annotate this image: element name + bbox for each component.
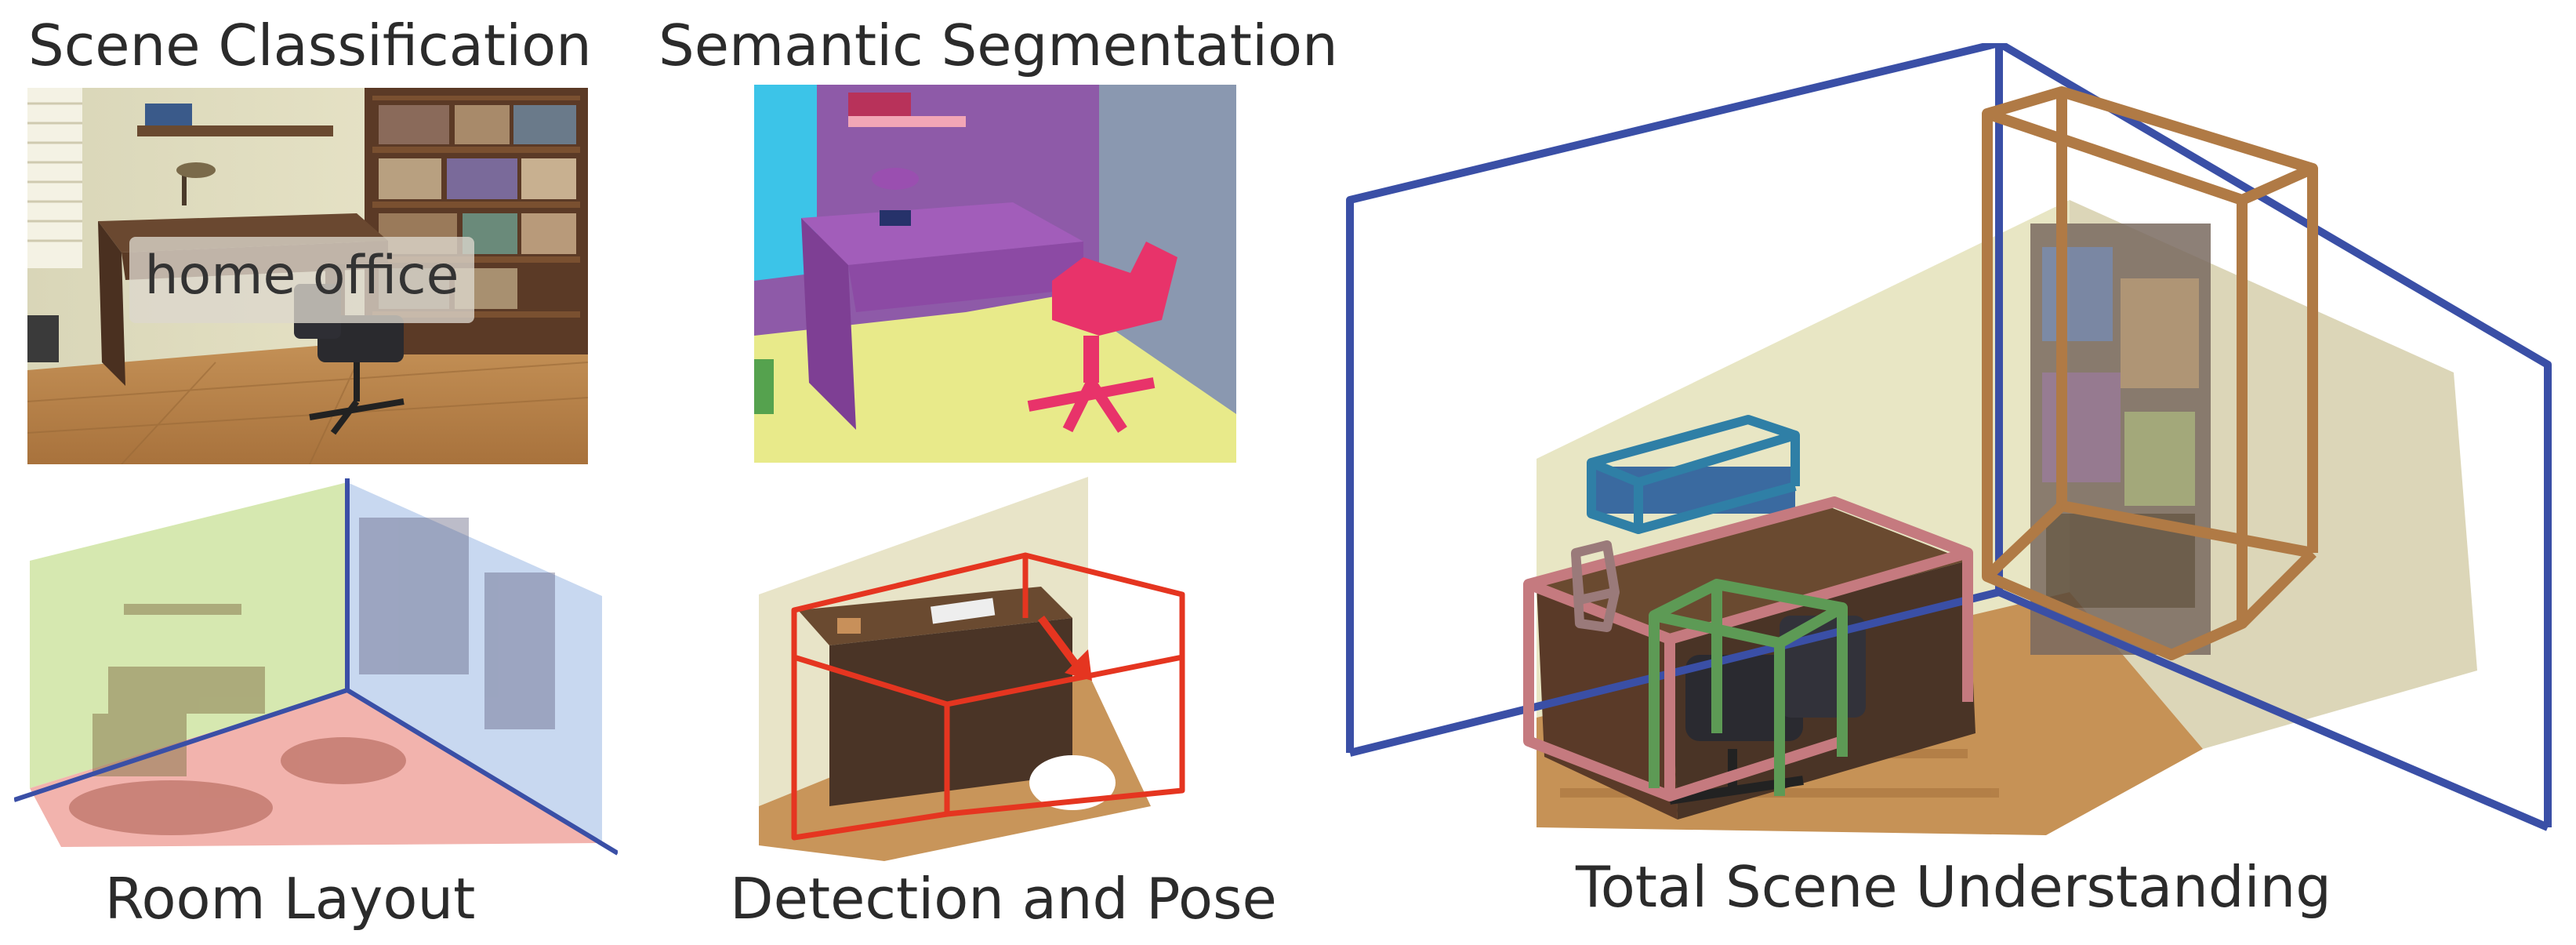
caption-total-scene-understanding: Total Scene Understanding: [1576, 854, 2331, 920]
caption-semantic-segmentation: Semantic Segmentation: [659, 13, 1338, 78]
caption-scene-classification: Scene Classification: [28, 13, 592, 78]
scene-label-box: [129, 237, 474, 323]
detection-and-pose-image: [743, 477, 1253, 861]
scene-classification-image: home office: [27, 88, 588, 464]
caption-detection-and-pose: Detection and Pose: [730, 866, 1277, 932]
caption-room-layout: Room Layout: [104, 866, 476, 932]
scene-label: home office: [144, 245, 459, 307]
total-scene-understanding-image: [1341, 43, 2571, 859]
room-layout-image: [14, 478, 618, 863]
semantic-segmentation-image: [754, 85, 1236, 463]
